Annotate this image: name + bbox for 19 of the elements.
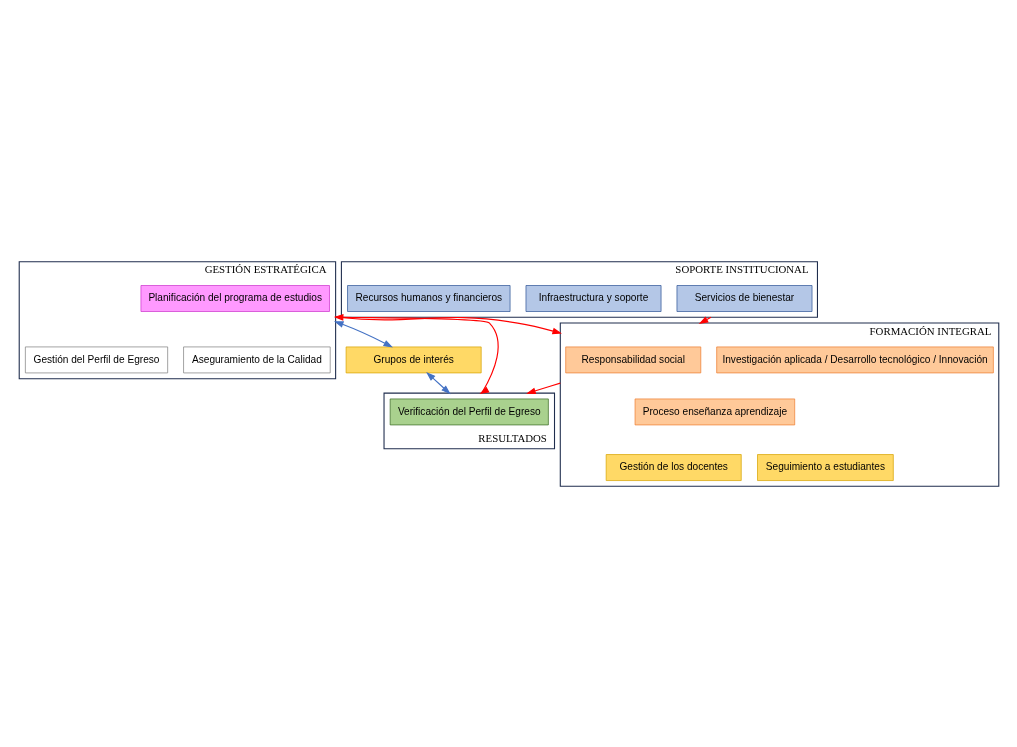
arrow: [334, 316, 562, 334]
node-box: Responsabilidad social: [564, 346, 701, 373]
node-box: Aseguramiento de la Calidad: [182, 346, 331, 373]
node-box: Verificación del Perfil de Egreso: [389, 398, 549, 425]
node-box: Investigación aplicada / Desarrollo tecnológico / Innovación: [715, 346, 994, 373]
arrow: [425, 371, 451, 394]
node-box: Grupos de interés: [345, 346, 482, 373]
arrow: [698, 315, 712, 324]
arrow: [525, 382, 561, 394]
node-box: Gestión de los docentes: [605, 453, 742, 481]
arrow: [333, 313, 499, 394]
node-box: Servicios de bienestar: [676, 284, 812, 312]
arrow: [333, 320, 393, 348]
node-box: Proceso enseñanza aprendizaje: [634, 398, 795, 425]
node-box: Recursos humanos y financieros: [346, 284, 510, 312]
node-box: Gestión del Perfil de Egreso: [24, 346, 168, 373]
node-box: Seguimiento a estudiantes: [756, 453, 894, 481]
node-box: Infraestructura y soporte: [525, 284, 661, 312]
node-box: Planificación del programa de estudios: [140, 284, 330, 312]
